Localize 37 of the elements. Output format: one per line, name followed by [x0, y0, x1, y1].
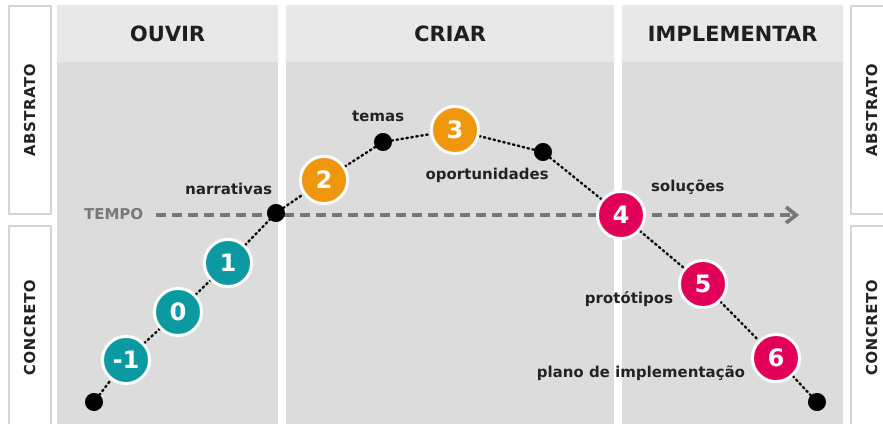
axis-label: TEMPO [84, 205, 144, 223]
step-circle: 3 [430, 105, 480, 155]
column-panel [57, 5, 278, 424]
axis-label: CONCRETO [863, 279, 881, 376]
axis-box [850, 5, 883, 215]
dotted-connector [98, 378, 112, 396]
axis-box [850, 225, 883, 424]
step-circle: 2 [299, 155, 349, 205]
dotted-connector [143, 328, 161, 344]
axis-label: ABSTRATO [863, 63, 881, 157]
stage-label: soluções [651, 177, 724, 195]
dotted-connector [244, 218, 272, 246]
dotted-connector [194, 279, 212, 296]
stage-label: plano de implementação [536, 363, 745, 381]
step-circle: 1 [203, 238, 253, 288]
stage-label: oportunidades [425, 165, 549, 183]
column-heading: OUVIR [57, 5, 278, 62]
step-circle: 0 [153, 287, 203, 337]
axis-box [8, 5, 52, 215]
dotted-connector [344, 146, 377, 168]
axis-label: CONCRETO [21, 279, 39, 376]
axis-box [8, 225, 52, 424]
axis-label: ABSTRATO [21, 63, 39, 157]
dotted-connector [548, 156, 603, 201]
column-heading: CRIAR [286, 5, 614, 62]
step-circle: -1 [101, 335, 151, 385]
milestone-dot [85, 393, 103, 411]
dotted-connector [792, 375, 812, 397]
milestone-dot [808, 393, 826, 411]
dotted-connector [719, 300, 760, 342]
stage-label: temas [352, 107, 404, 125]
stage-label: protótipos [584, 289, 673, 307]
dotted-connector [478, 134, 536, 152]
column-heading: IMPLEMENTAR [622, 5, 843, 62]
stage-label: narrativas [185, 180, 272, 198]
dotted-connector [282, 192, 305, 210]
dotted-connector [638, 230, 686, 270]
